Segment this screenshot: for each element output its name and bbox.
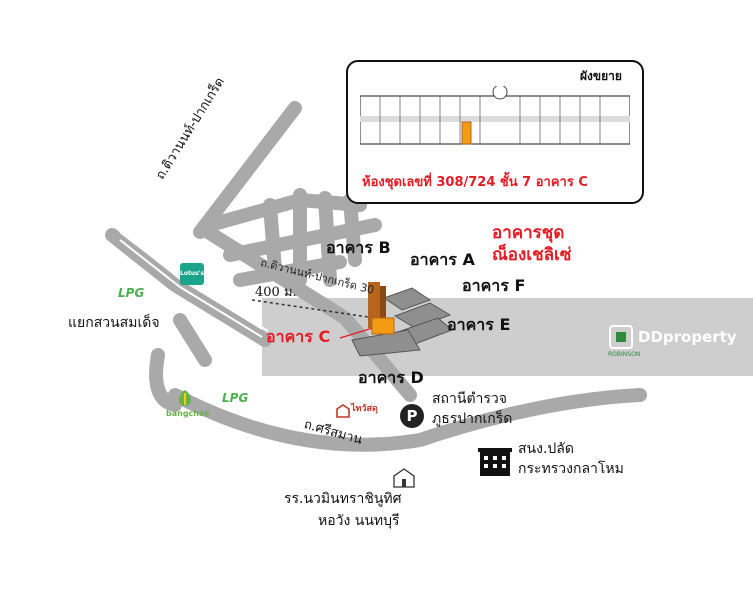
curve-road <box>149 348 182 412</box>
inset-title: ผังขยาย <box>580 69 622 83</box>
floor-plan-inset: ผังขยาย ห้องชุดเลขที่ 308/724 ชั้น 7 อาค… <box>346 60 644 204</box>
lotus-icon: Lotus's <box>180 263 204 285</box>
place-school-line1: รร.นวมินทราชินูทิศ <box>284 491 402 507</box>
place-school-line2: หอวัง นนทบุรี <box>318 513 400 529</box>
distance-dashed-line <box>251 299 376 319</box>
robinson-label: ROBINSON <box>608 351 641 358</box>
road-sri-samarn <box>168 388 647 452</box>
block-a <box>382 287 432 311</box>
place-office-line1: สนง.ปลัด <box>518 441 574 457</box>
label-building-a: อาคาร A <box>410 250 475 269</box>
bangchak-leaf-icon <box>178 390 192 406</box>
police-parking-icon: P <box>400 404 424 428</box>
highway-left-2 <box>173 313 212 367</box>
place-police-line2: ภูธรปากเกร็ด <box>432 411 513 427</box>
place-intersection: แยกสวนสมเด็จ <box>68 315 160 331</box>
label-building-c: อาคาร C <box>266 327 331 346</box>
label-building-f: อาคาร F <box>462 276 526 295</box>
project-name-line1: อาคารชุด <box>492 223 565 243</box>
grid-street-6 <box>343 193 362 267</box>
project-name-line2: ณ็องเชลิเซ่ <box>492 245 572 265</box>
school-icon <box>393 468 415 488</box>
thaiwatsadu-label: ไทวัสดุ <box>351 404 378 414</box>
thaiwatsadu-icon <box>336 404 350 418</box>
label-building-e: อาคาร E <box>447 315 511 334</box>
distance-label: 400 ม. <box>255 285 297 300</box>
road-soi-30 <box>198 223 417 402</box>
grid-street-7 <box>263 198 282 277</box>
building-c-pointer <box>339 326 377 339</box>
grid-street-1 <box>203 193 367 232</box>
bangchak-label: bangchak <box>166 409 210 418</box>
main-road-tiwanon <box>193 101 302 239</box>
ddproperty-watermark: DDproperty <box>638 328 737 346</box>
building-blocks <box>351 287 453 357</box>
inset-caption: ห้องชุดเลขที่ 308/724 ชั้น 7 อาคาร C <box>362 175 588 190</box>
office-building-icon <box>478 448 512 476</box>
block-f <box>393 302 452 329</box>
ddproperty-logo-icon <box>609 325 633 349</box>
unit-highlight <box>461 121 472 145</box>
tower-building-c <box>368 282 395 335</box>
road-network <box>105 101 647 452</box>
place-office-line2: กระทรวงกลาโหม <box>518 461 624 477</box>
place-police-line1: สถานีตำรวจ <box>432 391 507 407</box>
floor-plan-drawing <box>360 86 630 145</box>
lpg-icon-bottom: LPG <box>222 391 249 405</box>
label-building-b: อาคาร B <box>326 238 391 257</box>
grid-street-5 <box>318 191 337 287</box>
lpg-icon-top: LPG <box>118 286 145 300</box>
parking-letter: P <box>406 407 418 425</box>
label-building-d: อาคาร D <box>358 368 424 387</box>
